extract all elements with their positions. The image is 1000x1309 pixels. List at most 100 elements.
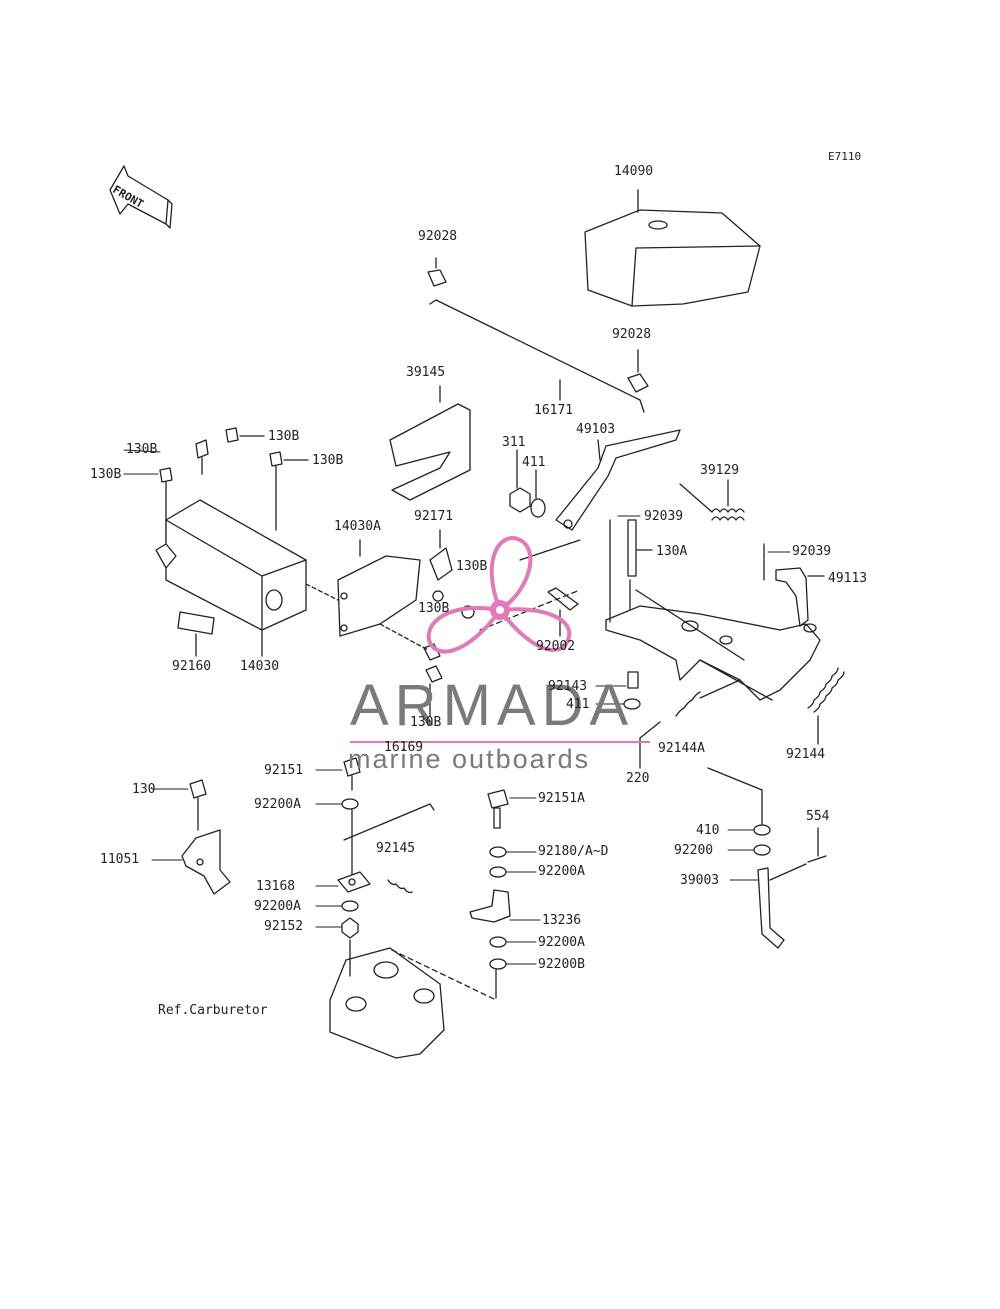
part-label: 92200A	[254, 899, 301, 914]
washer-92200A-3	[489, 866, 507, 878]
part-label: 130B	[410, 715, 442, 730]
part-label: 14090	[614, 164, 654, 179]
part-label: 92039	[644, 509, 684, 524]
part-label: 92028	[418, 229, 458, 244]
part-label: 92200	[674, 843, 714, 858]
spring-92145	[387, 879, 413, 894]
leader-lines	[123, 449, 791, 965]
washer-410	[707, 767, 771, 836]
lever-13236	[469, 889, 511, 923]
spring-39129	[679, 479, 745, 521]
part-label: 13236	[542, 913, 582, 928]
part-label: 16169	[384, 740, 424, 755]
part-label: 92200A	[538, 864, 585, 879]
spring-92144A	[675, 679, 741, 717]
part-label: 49103	[576, 422, 616, 437]
clip-92028-lower	[627, 349, 649, 393]
part-label: 130B	[126, 442, 158, 457]
part-label: 13168	[256, 879, 296, 894]
link-49113	[775, 567, 825, 627]
rod-39003	[757, 863, 807, 949]
cover-14090	[584, 189, 761, 307]
part-label: 130B	[312, 453, 344, 468]
part-label: 130B	[418, 601, 450, 616]
bracket-14030A	[305, 539, 421, 637]
label-plate-92160	[177, 611, 215, 657]
part-label: 410	[696, 823, 720, 838]
bolt-130A	[627, 519, 653, 577]
part-label: 130B	[90, 467, 122, 482]
collar-92143	[627, 671, 639, 689]
clip-92028-upper	[427, 257, 447, 287]
diagram-code: E7110	[828, 150, 862, 163]
part-label: 11051	[100, 852, 140, 867]
part-label: 92151	[264, 763, 304, 778]
bolt-92151	[343, 757, 361, 791]
part-label: 311	[502, 435, 526, 450]
part-label: 49113	[828, 571, 868, 586]
bolt-130B-c	[269, 451, 309, 531]
watermark-tagline: marine outboards	[348, 744, 591, 774]
part-label: 16171	[534, 403, 574, 418]
part-label: 130B	[268, 429, 300, 444]
washer-92200A-1	[341, 798, 359, 810]
wire-16169	[343, 803, 435, 841]
part-label: 92152	[264, 919, 304, 934]
washer-92180	[489, 846, 507, 858]
bolt-130B-a	[195, 439, 209, 475]
spring-92144	[807, 667, 845, 745]
link-13168	[337, 871, 371, 893]
part-label: 92171	[414, 509, 454, 524]
part-label: 92002	[536, 639, 576, 654]
part-label: 220	[626, 771, 650, 786]
bolt-130B-e	[432, 590, 444, 602]
nut-92152	[341, 917, 359, 939]
part-label: 130B	[456, 559, 488, 574]
box-14030	[155, 499, 307, 657]
part-label: 411	[566, 697, 590, 712]
rod-16171	[429, 299, 645, 413]
armada-logo-icon	[426, 536, 572, 654]
screw-220	[639, 721, 661, 769]
nut-311	[509, 449, 531, 513]
washer-92200	[753, 844, 771, 856]
bolt-92002	[479, 539, 581, 637]
bracket-assembly	[605, 539, 821, 701]
part-label: 130A	[656, 544, 688, 559]
bolt-130	[189, 779, 207, 831]
part-label: 92039	[792, 544, 832, 559]
part-label: 130	[132, 782, 156, 797]
part-label: 14030A	[334, 519, 381, 534]
pin-554	[807, 827, 827, 863]
lever-49103	[555, 429, 681, 531]
washer-411-upper	[530, 469, 546, 518]
part-label: 92160	[172, 659, 212, 674]
part-label: 39145	[406, 365, 446, 380]
part-label: 92143	[548, 679, 588, 694]
washer-92200B	[489, 958, 507, 999]
watermark-brand: ARMADA	[350, 673, 635, 738]
part-label: 92200A	[254, 797, 301, 812]
washer-92200A-2	[341, 900, 359, 912]
part-label: 92151A	[538, 791, 585, 806]
reference-label: Ref.Carburetor	[158, 1003, 268, 1018]
part-label: 92028	[612, 327, 652, 342]
part-label: 39129	[700, 463, 740, 478]
part-label: 92200B	[538, 957, 585, 972]
bolt-92151A	[487, 789, 509, 829]
front-arrow-icon	[109, 165, 173, 229]
clip-92171	[429, 529, 453, 581]
part-label: 92145	[376, 841, 416, 856]
part-label: 554	[806, 809, 830, 824]
bracket-11051	[181, 829, 231, 895]
carburetor-body	[329, 939, 497, 1059]
washer-92200A-4	[489, 936, 507, 948]
cover-39145	[389, 385, 471, 501]
part-label: 92144A	[658, 741, 705, 756]
bolt-130B-b	[225, 427, 265, 443]
part-label: 14030	[240, 659, 280, 674]
part-label: 92200A	[538, 935, 585, 950]
part-label: 39003	[680, 873, 720, 888]
part-label: 92144	[786, 747, 826, 762]
